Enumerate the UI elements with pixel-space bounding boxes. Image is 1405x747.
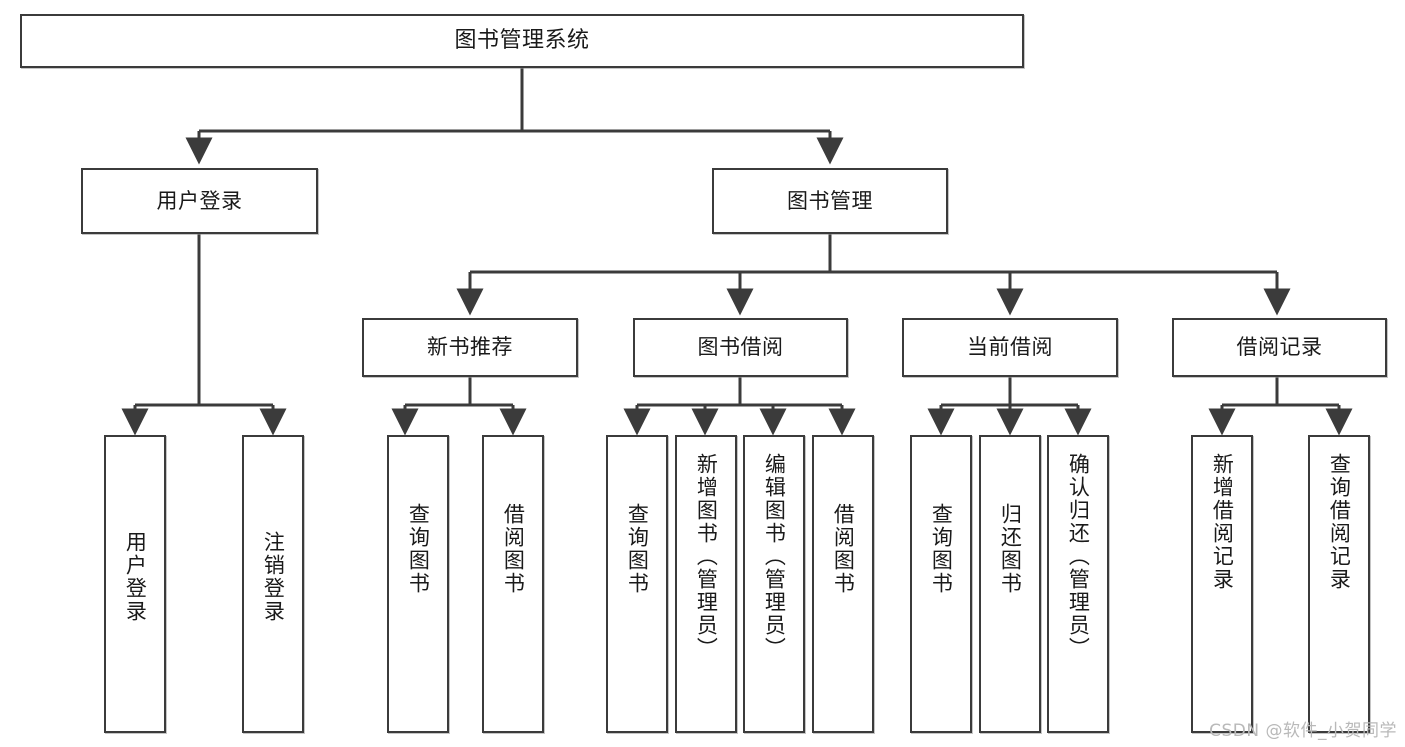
node-leaf-return-book-label: 归还图书: [998, 503, 1023, 595]
node-leaf-query-book-1-label: 查询图书: [406, 503, 431, 595]
node-book-borrow-label: 图书借阅: [697, 335, 784, 360]
node-leaf-query-book-2[interactable]: 查询图书: [606, 435, 668, 733]
node-borrow-record-label: 借阅记录: [1236, 335, 1323, 360]
node-leaf-logout-label: 注销登录: [261, 531, 286, 623]
node-leaf-confirm-return[interactable]: 确认归还（管理员）: [1047, 435, 1109, 733]
node-book-manage-label: 图书管理: [787, 188, 873, 213]
node-new-book-recommend[interactable]: 新书推荐: [362, 318, 578, 377]
node-leaf-query-record-label: 查询借阅记录: [1327, 453, 1352, 591]
node-leaf-borrow-book-2-label: 借阅图书: [831, 503, 856, 595]
node-current-borrow-label: 当前借阅: [967, 335, 1053, 360]
node-leaf-logout[interactable]: 注销登录: [242, 435, 304, 733]
watermark: CSDN @软件_小贺同学: [1209, 721, 1397, 741]
node-leaf-user-login-label: 用户登录: [123, 531, 148, 623]
node-borrow-record[interactable]: 借阅记录: [1172, 318, 1387, 377]
node-leaf-borrow-book-2[interactable]: 借阅图书: [812, 435, 874, 733]
node-root[interactable]: 图书管理系统: [20, 14, 1024, 68]
node-user-login-label: 用户登录: [156, 188, 243, 213]
node-leaf-query-book-3-label: 查询图书: [929, 503, 954, 595]
node-book-borrow[interactable]: 图书借阅: [633, 318, 848, 377]
node-leaf-add-book[interactable]: 新增图书（管理员）: [675, 435, 737, 733]
node-leaf-add-record-label: 新增借阅记录: [1210, 453, 1235, 591]
node-leaf-add-record[interactable]: 新增借阅记录: [1191, 435, 1253, 733]
node-leaf-query-book-1[interactable]: 查询图书: [387, 435, 449, 733]
node-leaf-query-record[interactable]: 查询借阅记录: [1308, 435, 1370, 733]
node-leaf-edit-book-label: 编辑图书（管理员）: [762, 453, 787, 660]
node-leaf-return-book[interactable]: 归还图书: [979, 435, 1041, 733]
node-root-label: 图书管理系统: [454, 28, 590, 54]
node-leaf-borrow-book-1-label: 借阅图书: [501, 503, 526, 595]
node-book-manage[interactable]: 图书管理: [712, 168, 948, 234]
node-leaf-query-book-2-label: 查询图书: [625, 503, 650, 595]
node-leaf-add-book-label: 新增图书（管理员）: [694, 453, 719, 660]
node-leaf-edit-book[interactable]: 编辑图书（管理员）: [743, 435, 805, 733]
node-leaf-user-login[interactable]: 用户登录: [104, 435, 166, 733]
node-leaf-borrow-book-1[interactable]: 借阅图书: [482, 435, 544, 733]
node-new-book-recommend-label: 新书推荐: [427, 335, 513, 360]
node-leaf-confirm-return-label: 确认归还（管理员）: [1066, 453, 1091, 660]
node-current-borrow[interactable]: 当前借阅: [902, 318, 1118, 377]
node-user-login[interactable]: 用户登录: [81, 168, 318, 234]
node-leaf-query-book-3[interactable]: 查询图书: [910, 435, 972, 733]
